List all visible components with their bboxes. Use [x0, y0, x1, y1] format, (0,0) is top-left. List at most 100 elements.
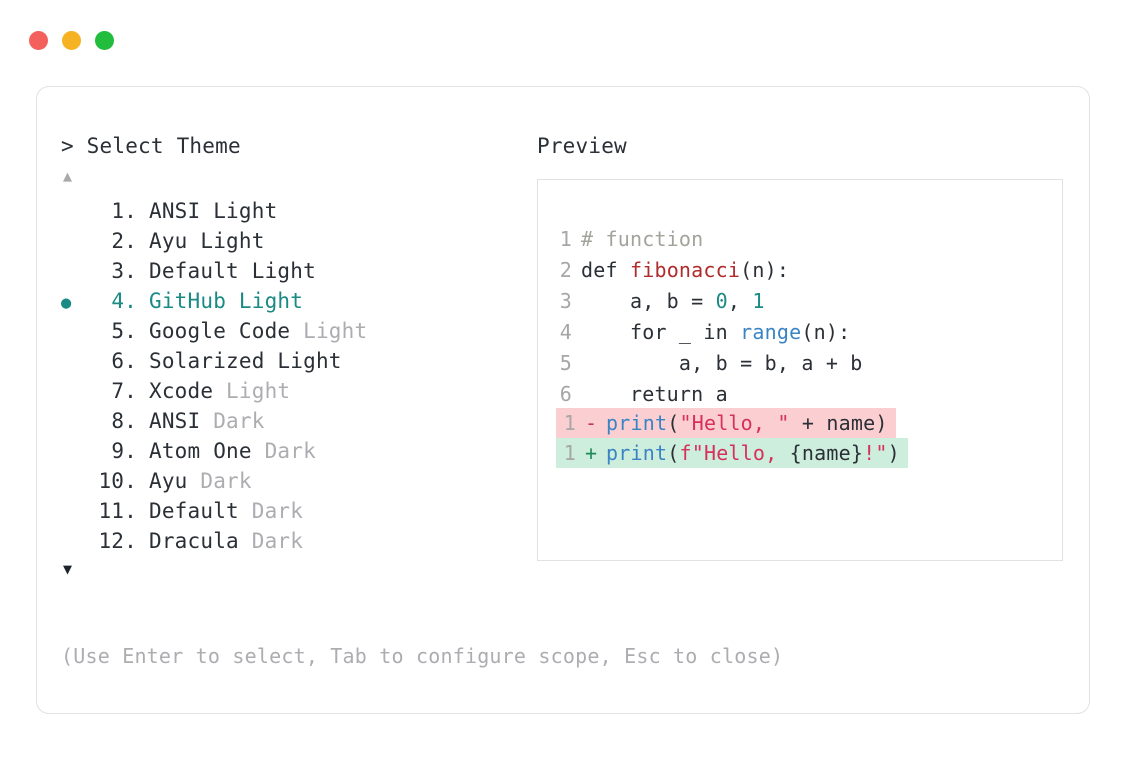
line-number: 6	[559, 382, 572, 406]
code-token: (n):	[801, 320, 851, 344]
code-line-text: for _ in range(n):	[581, 317, 850, 348]
code-token: "Hello, "	[679, 411, 790, 435]
theme-item-variant: Light	[238, 259, 316, 283]
theme-item-index: 8.	[111, 409, 137, 433]
line-number: 2	[559, 258, 572, 282]
theme-item-variant: Dark	[200, 409, 265, 433]
code-line-text: def fibonacci(n):	[581, 255, 789, 286]
theme-item-index: 12.	[98, 529, 137, 553]
theme-item-variant: Dark	[238, 529, 304, 553]
code-token: for _ in	[581, 320, 741, 344]
theme-item-name: Dracula	[149, 529, 239, 553]
theme-item-name: Default	[149, 499, 239, 523]
close-button[interactable]	[29, 31, 48, 50]
theme-list-item[interactable]: 3. Default Light	[61, 256, 531, 286]
preview-label: Preview	[537, 134, 627, 158]
code-line-text: a, b = b, a + b	[581, 348, 863, 379]
theme-list-item[interactable]: 1.ANSI Light	[61, 196, 531, 226]
diff-marker: +	[585, 441, 598, 465]
theme-item-name: Google Code	[149, 319, 291, 343]
theme-list-item[interactable]: 11. Default Dark	[61, 496, 531, 526]
diff-line-text: print(f"Hello, {name}!")	[606, 438, 908, 468]
theme-item-variant: Light	[213, 379, 291, 403]
code-token: a, b = b, a + b	[581, 351, 863, 375]
minimize-button[interactable]	[62, 31, 81, 50]
theme-list-item[interactable]: 6. Solarized Light	[61, 346, 531, 376]
theme-item-name: GitHub	[149, 289, 227, 313]
theme-item-variant: Light	[290, 319, 368, 343]
code-token: print	[606, 441, 668, 465]
diff-line-number: 1	[563, 411, 576, 435]
theme-list-item[interactable]: 5. Google Code Light	[61, 316, 531, 346]
code-token: range	[740, 320, 802, 344]
theme-item-name: Xcode	[149, 379, 214, 403]
theme-item-index: 1.	[111, 199, 137, 223]
theme-item-variant: Dark	[187, 469, 252, 493]
keyboard-hint: (Use Enter to select, Tab to configure s…	[61, 644, 784, 668]
theme-item-index: 3.	[111, 259, 137, 283]
code-token: # function	[581, 227, 704, 251]
theme-list-item[interactable]: 10. Ayu Dark	[61, 466, 531, 496]
theme-item-name: ANSI	[149, 199, 201, 223]
code-token: f"Hello,	[679, 441, 790, 465]
theme-item-index: 10.	[98, 469, 137, 493]
line-number: 5	[559, 351, 572, 375]
theme-list-item[interactable]: 8.ANSI Dark	[61, 406, 531, 436]
line-number: 4	[559, 320, 572, 344]
theme-item-index: 11.	[98, 499, 137, 523]
code-line: 4 for _ in range(n):	[556, 317, 1056, 348]
theme-item-index: 5.	[111, 319, 137, 343]
line-number: 1	[559, 227, 572, 251]
diff-line-number: 1	[563, 441, 576, 465]
code-line: 1 # function	[556, 224, 1056, 255]
diff-marker: -	[585, 411, 598, 435]
theme-list-item[interactable]: 12. Dracula Dark	[61, 526, 531, 556]
prompt-header: > Select Theme	[61, 134, 241, 158]
code-token: (n):	[740, 258, 790, 282]
theme-item-variant: Dark	[251, 439, 316, 463]
code-token: def	[581, 258, 630, 282]
scroll-down-indicator-icon[interactable]: ▼	[63, 560, 73, 578]
theme-item-name: Ayu	[149, 469, 188, 493]
code-token: 0	[715, 289, 728, 313]
window-controls	[29, 31, 114, 50]
theme-item-name: Default	[149, 259, 239, 283]
theme-item-variant: Light	[264, 349, 342, 373]
code-token: (	[667, 411, 680, 435]
code-line-text: # function	[581, 224, 703, 255]
theme-list-item[interactable]: 2.Ayu Light	[61, 226, 531, 256]
code-line-text: return a	[581, 379, 728, 410]
scroll-up-indicator-icon[interactable]: ▲	[63, 167, 73, 185]
code-line: 6 return a	[556, 379, 1056, 410]
code-token: ,	[727, 289, 753, 313]
diff-line-added: 1 + print(f"Hello, {name}!")	[556, 438, 908, 468]
theme-item-index: 2.	[111, 229, 137, 253]
code-token: a, b =	[581, 289, 716, 313]
code-token: return a	[581, 382, 728, 406]
theme-list-item[interactable]: 9.Atom One Dark	[61, 436, 531, 466]
diff-line-removed: 1-print("Hello, " + name)	[556, 408, 896, 438]
theme-item-variant: Dark	[238, 499, 304, 523]
theme-item-index: 4.	[111, 289, 137, 313]
code-token: )	[887, 441, 900, 465]
code-token: + name)	[789, 411, 888, 435]
maximize-button[interactable]	[95, 31, 114, 50]
theme-list-item[interactable]: 7. Xcode Light	[61, 376, 531, 406]
theme-item-variant: Light	[226, 289, 304, 313]
code-token: print	[606, 411, 668, 435]
theme-item-variant: Light	[187, 229, 265, 253]
theme-list-item[interactable]: ● 4. GitHub Light	[61, 286, 531, 316]
theme-item-name: Solarized	[149, 349, 265, 373]
theme-item-index: 6.	[111, 349, 137, 373]
diff-line-text: print("Hello, " + name)	[606, 408, 896, 438]
code-token: !"	[863, 441, 888, 465]
theme-item-index: 7.	[111, 379, 137, 403]
diff-block: 1-print("Hello, " + name)1+print(f"Hello…	[556, 408, 908, 468]
selection-bullet-icon: ●	[61, 293, 72, 313]
